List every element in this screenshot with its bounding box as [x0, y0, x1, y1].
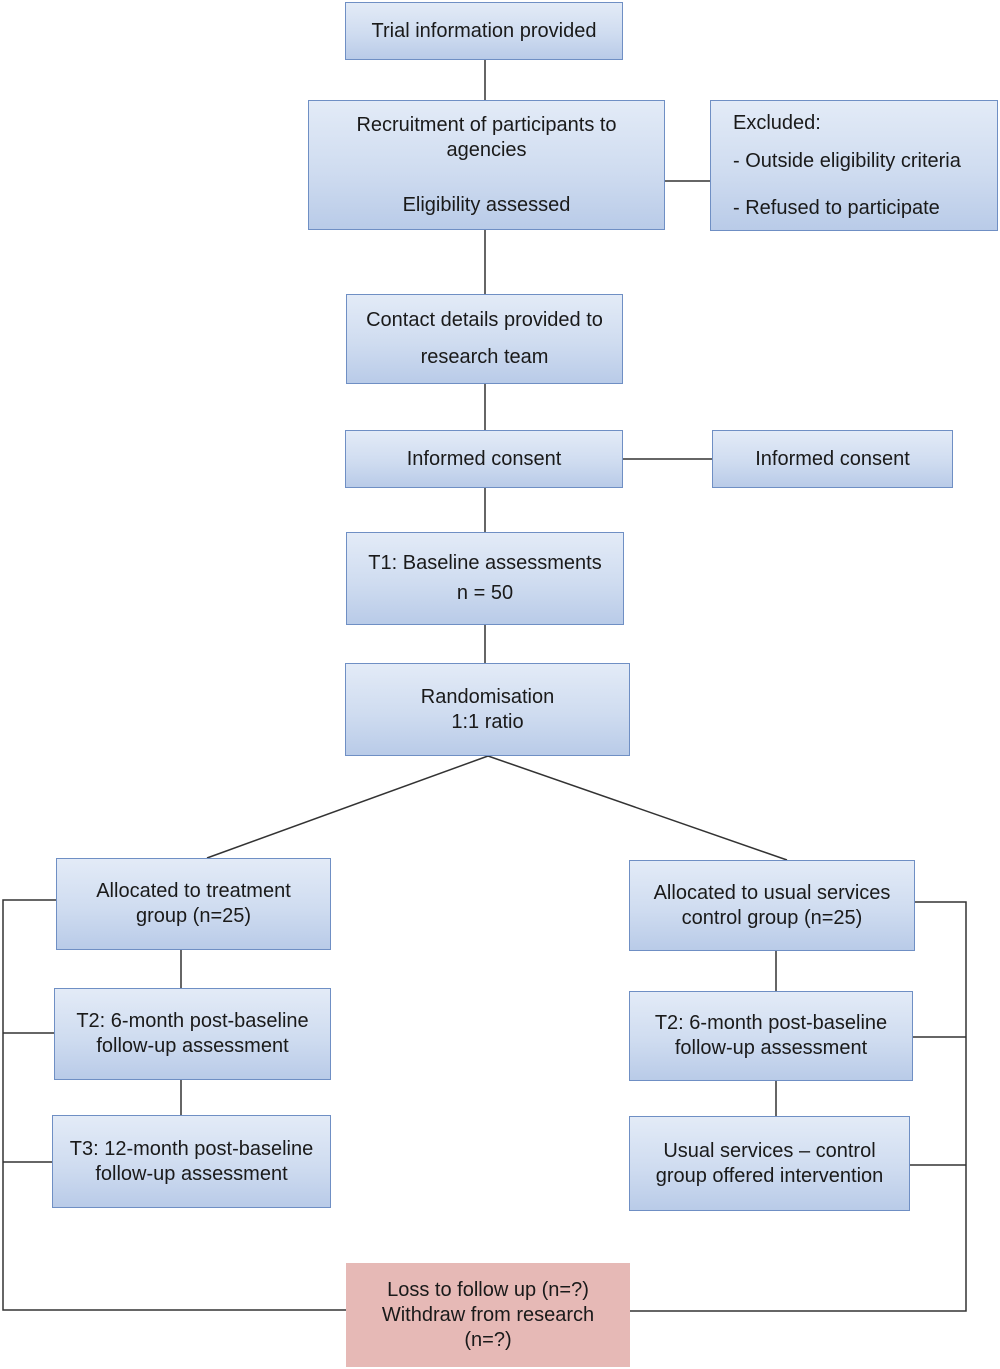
- box-text: Trial information provided: [371, 19, 597, 42]
- connector-randomisation-control: [487, 755, 788, 861]
- box-text: T1: Baseline assessments: [368, 552, 602, 574]
- box-text: research team: [420, 346, 549, 368]
- box-text: Contact details provided to: [366, 309, 603, 331]
- box-text: follow-up assessment: [96, 1035, 289, 1057]
- connector-randomisation-treatment: [206, 755, 489, 859]
- t3-treatment-box: T3: 12-month post-baseline follow-up ass…: [52, 1115, 331, 1208]
- box-text: Eligibility assessed: [402, 193, 571, 216]
- randomisation-box: Randomisation 1:1 ratio: [345, 663, 630, 756]
- box-text: group (n=25): [135, 905, 252, 927]
- recruitment-box: Recruitment of participants to agencies …: [308, 100, 665, 230]
- box-text: Informed consent: [406, 447, 562, 470]
- control-group-box: Allocated to usual services control grou…: [629, 860, 915, 951]
- box-text: group offered intervention: [655, 1164, 884, 1187]
- baseline-assessment-box: T1: Baseline assessments n = 50: [346, 532, 624, 625]
- excluded-box: Excluded: - Outside eligibility criteria…: [710, 100, 998, 231]
- informed-consent-box: Informed consent: [345, 430, 623, 488]
- box-text: Randomisation: [420, 685, 555, 708]
- informed-consent-side-box: Informed consent: [712, 430, 953, 488]
- box-text: agencies: [446, 138, 527, 161]
- t2-treatment-box: T2: 6-month post-baseline follow-up asse…: [54, 988, 331, 1080]
- box-text: T3: 12-month post-baseline: [69, 1137, 314, 1160]
- box-text: 1:1 ratio: [451, 710, 524, 733]
- box-text: Allocated to treatment: [96, 880, 291, 902]
- box-text: Excluded:: [733, 112, 821, 134]
- box-text: n = 50: [456, 582, 514, 604]
- box-text: Usual services – control: [663, 1139, 876, 1162]
- box-text: control group (n=25): [681, 906, 863, 929]
- contact-details-box: Contact details provided to research tea…: [346, 294, 623, 384]
- t2-control-box: T2: 6-month post-baseline follow-up asse…: [629, 991, 913, 1081]
- usual-services-box: Usual services – control group offered i…: [629, 1116, 910, 1211]
- treatment-group-box: Allocated to treatment group (n=25): [56, 858, 331, 950]
- box-text: follow-up assessment: [95, 1162, 288, 1185]
- box-text: Recruitment of participants to: [356, 113, 617, 136]
- box-text: - Outside eligibility criteria: [733, 150, 961, 172]
- box-text: Informed consent: [755, 447, 910, 470]
- box-text: Allocated to usual services: [653, 881, 891, 904]
- box-text: Withdraw from research: [381, 1303, 595, 1326]
- loss-to-follow-up-box: Loss to follow up (n=?) Withdraw from re…: [346, 1263, 630, 1367]
- connector-right-bracket: [630, 901, 967, 1312]
- box-text: follow-up assessment: [674, 1037, 868, 1059]
- box-text: (n=?): [464, 1328, 512, 1351]
- connector-left-bracket: [2, 899, 346, 1311]
- box-text: T2: 6-month post-baseline: [76, 1010, 309, 1032]
- box-text: - Refused to participate: [733, 197, 940, 219]
- box-text: Loss to follow up (n=?): [387, 1278, 589, 1301]
- box-text: T2: 6-month post-baseline: [654, 1012, 888, 1034]
- trial-information-box: Trial information provided: [345, 2, 623, 60]
